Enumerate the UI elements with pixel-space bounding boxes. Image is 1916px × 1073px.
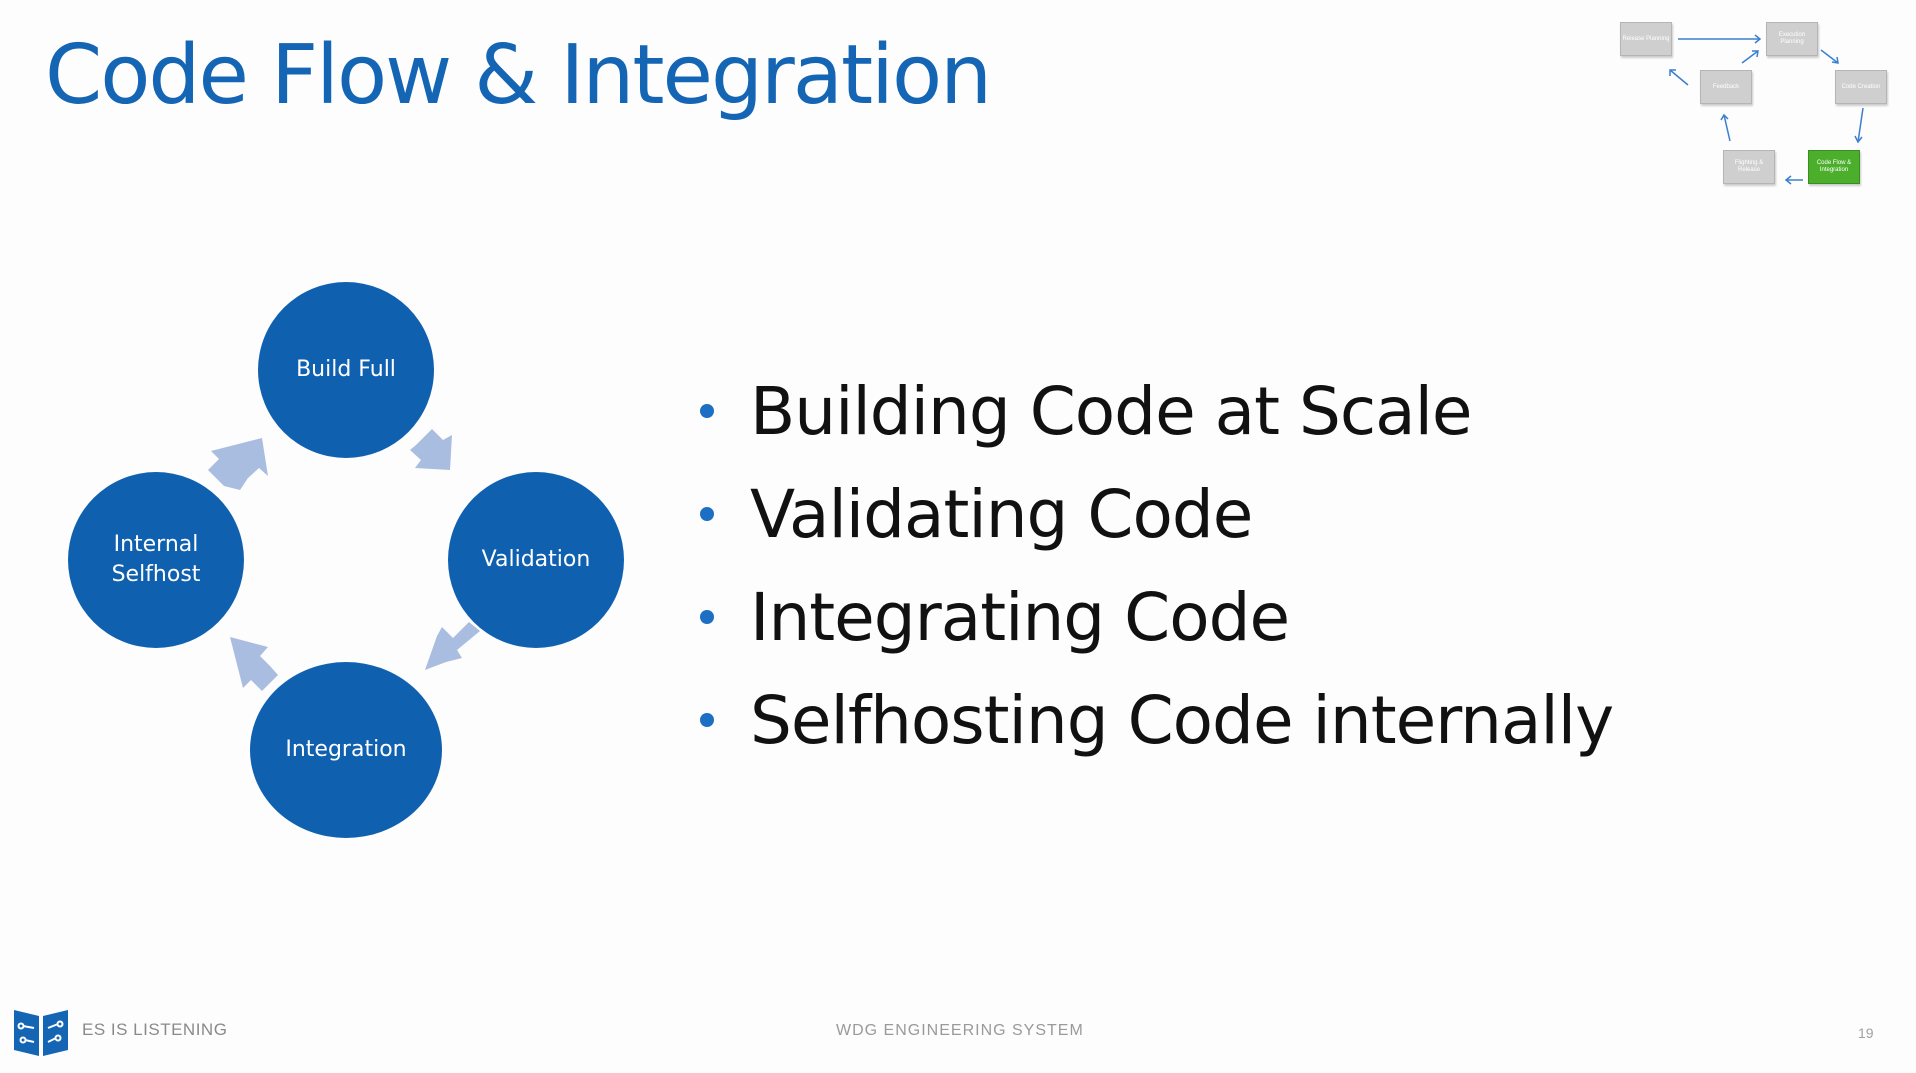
minimap-box-execution-planning: Execution Planning — [1766, 22, 1818, 56]
footer-left-text: ES IS LISTENING — [82, 1020, 228, 1039]
arrow-validation-to-integration — [425, 622, 480, 670]
book-circuit-icon — [14, 1010, 68, 1056]
bullet-dot-icon — [700, 713, 714, 727]
bullet-item: Validating Code — [690, 463, 1613, 566]
bullet-dot-icon — [700, 507, 714, 521]
node-integration: Integration — [250, 662, 442, 838]
minimap-arrows — [1669, 34, 1864, 185]
bullet-item: Building Code at Scale — [690, 360, 1613, 463]
bullet-item: Integrating Code — [690, 566, 1613, 669]
minimap-box-release-planning: Release Planning — [1620, 22, 1672, 56]
bullet-dot-icon — [700, 404, 714, 418]
process-minimap: Release Planning Execution Planning Feed… — [1600, 15, 1900, 195]
node-validation: Validation — [448, 472, 624, 648]
node-build-full: Build Full — [258, 282, 434, 458]
bullet-list: Building Code at Scale Validating Code I… — [690, 360, 1614, 772]
cycle-arrows — [208, 429, 480, 691]
minimap-box-flighting-release: Flighting & Release — [1723, 150, 1775, 184]
footer-center-text: WDG ENGINEERING SYSTEM — [836, 1022, 1084, 1039]
arrow-integration-to-selfhost — [230, 637, 278, 691]
cycle-diagram: Build Full Validation Integration Intern… — [60, 270, 640, 850]
arrow-selfhost-to-build — [208, 438, 268, 490]
minimap-box-code-flow-integration: Code Flow & Integration — [1808, 150, 1860, 184]
page-number: 19 — [1858, 1025, 1874, 1041]
minimap-box-feedback: Feedback — [1700, 70, 1752, 104]
arrow-build-to-validation — [410, 429, 452, 470]
bullet-dot-icon — [700, 610, 714, 624]
bullet-item: Selfhosting Code internally — [690, 669, 1614, 772]
minimap-box-code-creation: Code Creation — [1835, 70, 1887, 104]
slide-title: Code Flow & Integration — [45, 28, 992, 123]
